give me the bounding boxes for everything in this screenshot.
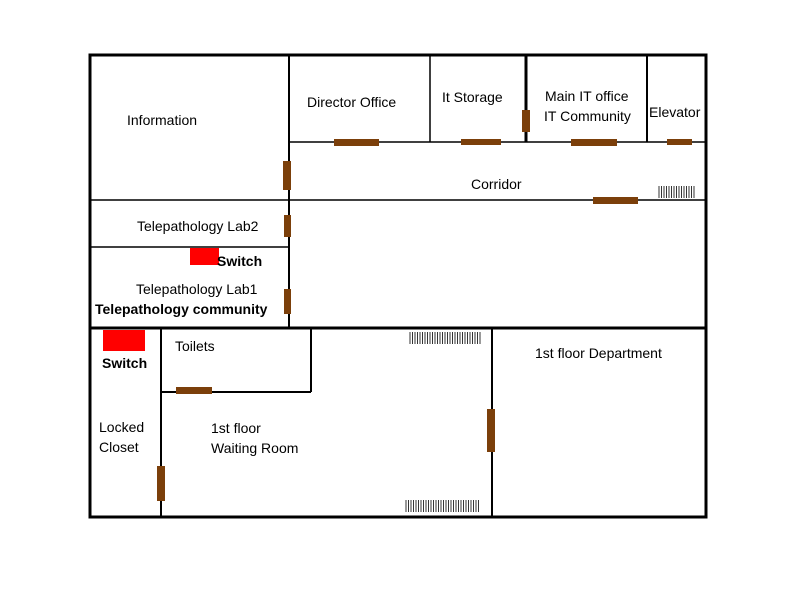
door-icon[interactable] <box>571 139 617 146</box>
room-label-locked: Locked <box>99 419 144 435</box>
building-outline <box>88 53 708 519</box>
door-icon[interactable] <box>157 466 165 501</box>
switch-label-lower: Switch <box>102 355 147 371</box>
room-label-elevator: Elevator <box>649 104 701 120</box>
door-icon[interactable] <box>487 409 495 452</box>
room-label-waiting-room-line1: 1st floor <box>211 420 261 436</box>
room-label-it-community: IT Community <box>544 108 631 124</box>
door-icon[interactable] <box>522 110 530 132</box>
stairs-icon <box>658 186 695 198</box>
room-label-information: Information <box>127 112 197 128</box>
stairs-icon <box>409 332 481 344</box>
room-label-main-it-office: Main IT office <box>545 88 629 104</box>
door-icon[interactable] <box>284 289 291 314</box>
room-label-waiting-room-line2: Waiting Room <box>211 440 298 456</box>
room-label-toilets: Toilets <box>175 338 215 354</box>
room-label-telepathology-lab2: Telepathology Lab2 <box>137 218 259 234</box>
network-switch-icon[interactable] <box>103 330 145 351</box>
door-icon[interactable] <box>283 161 291 190</box>
room-label-closet: Closet <box>99 439 139 455</box>
room-label-it-storage: It Storage <box>442 89 503 105</box>
room-label-director-office: Director Office <box>307 94 396 110</box>
room-label-corridor: Corridor <box>471 176 522 192</box>
doors <box>157 110 692 501</box>
stairs <box>405 186 695 512</box>
room-label-first-floor-department: 1st floor Department <box>535 345 662 361</box>
network-switch-icon[interactable] <box>190 248 219 265</box>
room-label-telepathology-lab1: Telepathology Lab1 <box>136 281 258 297</box>
door-icon[interactable] <box>334 139 379 146</box>
room-label-telepathology-community: Telepathology community <box>95 301 268 317</box>
door-icon[interactable] <box>176 387 212 394</box>
door-icon[interactable] <box>667 139 692 145</box>
switch-label-upper: Switch <box>217 253 262 269</box>
stairs-icon <box>405 500 479 512</box>
door-icon[interactable] <box>593 197 638 204</box>
door-icon[interactable] <box>284 215 291 237</box>
door-icon[interactable] <box>461 139 501 145</box>
